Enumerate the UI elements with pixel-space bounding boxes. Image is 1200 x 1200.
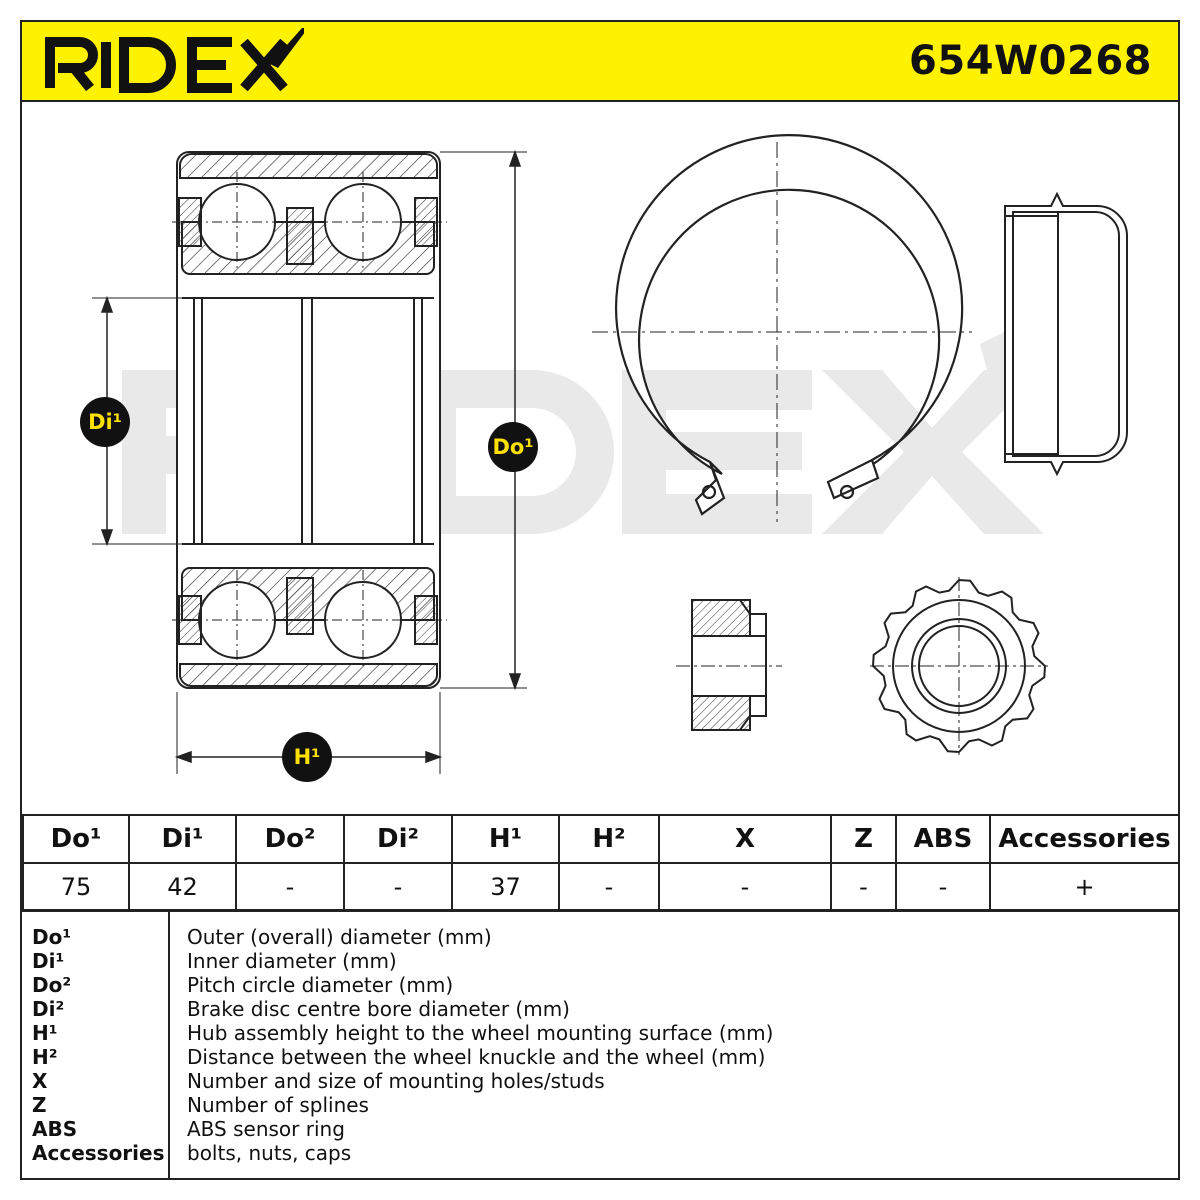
spec-table-value-row: 75 42 - - 37 - - - - + <box>22 862 1180 912</box>
legend-key: Di² <box>32 997 65 1021</box>
legend-desc: Brake disc centre bore diameter (mm) <box>187 997 570 1021</box>
header-di1: Di¹ <box>128 814 237 864</box>
dimension-lines <box>92 149 527 774</box>
legend-row: Do² Pitch circle diameter (mm) <box>22 973 1178 997</box>
legend-row: X Number and size of mounting holes/studs <box>22 1069 1178 1093</box>
bearing-section-drawing <box>172 151 447 689</box>
legend-key: X <box>32 1069 48 1093</box>
value-abs: - <box>895 862 991 912</box>
value-di2: - <box>343 862 453 912</box>
header-di2: Di² <box>343 814 453 864</box>
value-z: - <box>830 862 897 912</box>
value-do1: 75 <box>22 862 130 912</box>
legend-row: Z Number of splines <box>22 1093 1178 1117</box>
header-h1: H¹ <box>451 814 560 864</box>
legend-row: H² Distance between the wheel knuckle and… <box>22 1045 1178 1069</box>
legend-desc: Pitch circle diameter (mm) <box>187 973 454 997</box>
legend-row: Accessories bolts, nuts, caps <box>22 1141 1178 1165</box>
header-do2: Do² <box>235 814 345 864</box>
legend-key: H² <box>32 1045 58 1069</box>
legend-desc: ABS sensor ring <box>187 1117 345 1141</box>
value-h2: - <box>558 862 660 912</box>
legend-desc: bolts, nuts, caps <box>187 1141 352 1165</box>
header-h2: H² <box>558 814 660 864</box>
legend-row: H¹ Hub assembly height to the wheel mount… <box>22 1021 1178 1045</box>
nut-front-drawing <box>870 577 1048 755</box>
legend-row: Di¹ Inner diameter (mm) <box>22 949 1178 973</box>
drawing-canvas <box>92 134 1128 774</box>
header-do1: Do¹ <box>22 814 130 864</box>
technical-drawing: Di¹ Do¹ H¹ <box>22 102 1178 814</box>
spec-table-header-row: Do¹ Di¹ Do² Di² H¹ H² X Z ABS Accessorie… <box>22 814 1180 864</box>
legend-key: Z <box>32 1093 47 1117</box>
brand-logo <box>44 28 308 98</box>
legend-desc: Number and size of mounting holes/studs <box>187 1069 605 1093</box>
header-z: Z <box>830 814 897 864</box>
legend-desc: Number of splines <box>187 1093 369 1117</box>
part-number: 654W0268 <box>909 38 1152 84</box>
header-x: X <box>658 814 832 864</box>
value-accessories: + <box>989 862 1180 912</box>
value-di1: 42 <box>128 862 237 912</box>
legend-key: Accessories <box>32 1141 165 1165</box>
legend-key: Do¹ <box>32 925 72 949</box>
legend-desc: Outer (overall) diameter (mm) <box>187 925 492 949</box>
legend-key: H¹ <box>32 1021 58 1045</box>
circlip-ring-drawing <box>592 134 972 522</box>
nut-side-drawing <box>676 599 782 731</box>
dust-cap-drawing <box>1004 191 1128 477</box>
legend: Do¹ Outer (overall) diameter (mm) Di¹ Inne… <box>22 909 1178 1180</box>
legend-desc: Hub assembly height to the wheel mountin… <box>187 1021 774 1045</box>
legend-row: Do¹ Outer (overall) diameter (mm) <box>22 925 1178 949</box>
header-bar: 654W0268 <box>22 22 1178 102</box>
header-accessories: Accessories <box>989 814 1180 864</box>
legend-desc: Inner diameter (mm) <box>187 949 397 973</box>
do1-badge: Do¹ <box>488 422 538 472</box>
legend-row: Di² Brake disc centre bore diameter (mm) <box>22 997 1178 1021</box>
legend-row: ABS ABS sensor ring <box>22 1117 1178 1141</box>
legend-key: Do² <box>32 973 72 997</box>
legend-key: ABS <box>32 1117 78 1141</box>
di1-badge: Di¹ <box>80 397 130 447</box>
legend-divider <box>168 911 170 1180</box>
legend-key: Di¹ <box>32 949 65 973</box>
spec-table: Do¹ Di¹ Do² Di² H¹ H² X Z ABS Accessorie… <box>22 814 1180 912</box>
value-h1: 37 <box>451 862 560 912</box>
legend-desc: Distance between the wheel knuckle and t… <box>187 1045 766 1069</box>
value-x: - <box>658 862 832 912</box>
value-do2: - <box>235 862 345 912</box>
h1-badge: H¹ <box>282 732 332 782</box>
header-abs: ABS <box>895 814 991 864</box>
product-sheet: 654W0268 <box>20 20 1180 1180</box>
